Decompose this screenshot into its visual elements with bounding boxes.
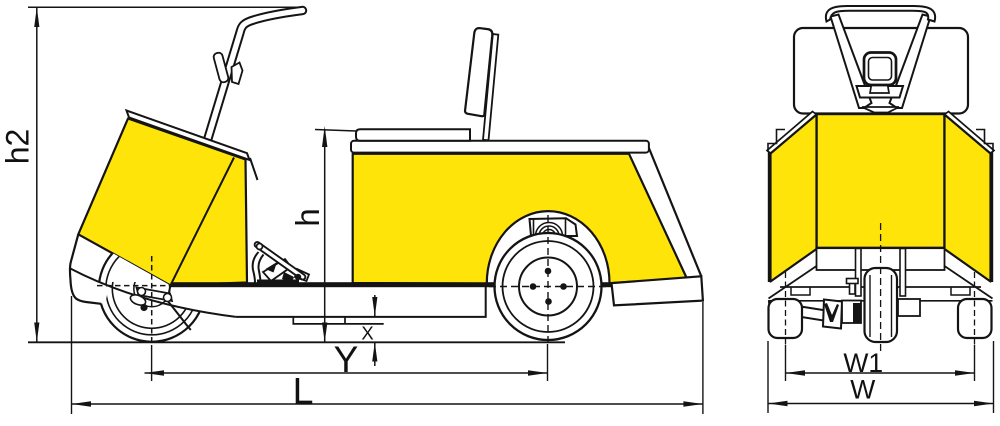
svg-text:W: W [850, 375, 875, 405]
svg-text:Y: Y [334, 339, 359, 380]
svg-text:h2: h2 [0, 129, 36, 165]
svg-text:X: X [361, 322, 373, 343]
svg-text:h: h [289, 208, 326, 226]
svg-text:W1: W1 [843, 348, 883, 378]
svg-text:L: L [293, 370, 314, 412]
